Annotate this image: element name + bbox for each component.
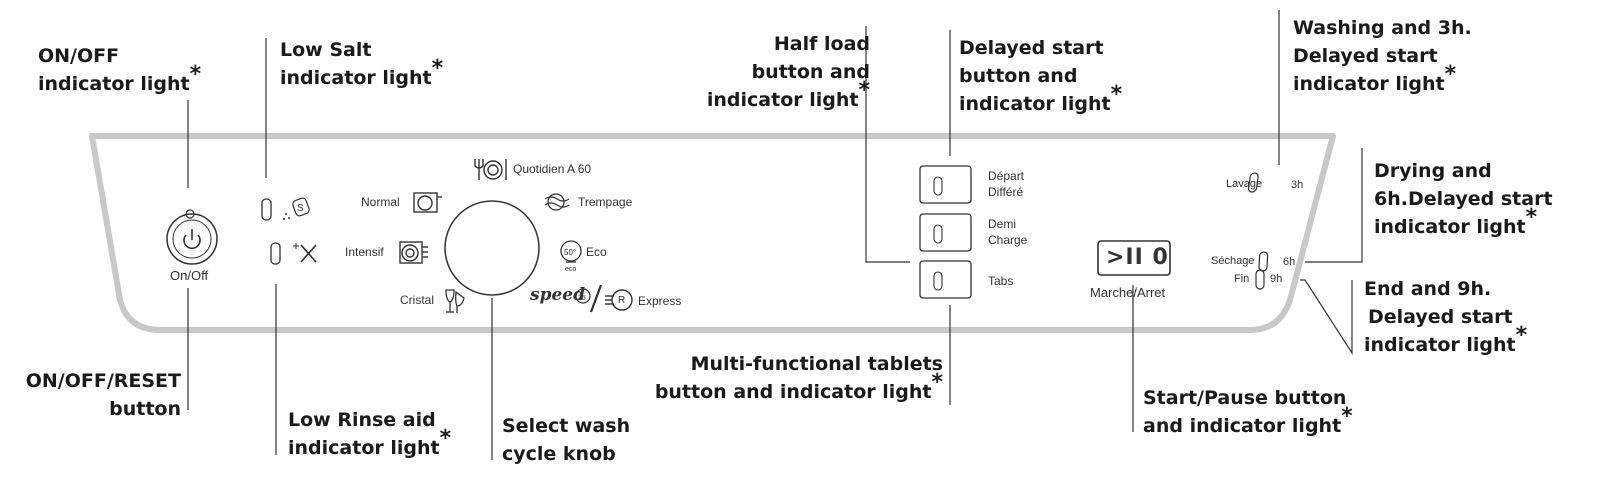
sechage-label: Séchage bbox=[1211, 255, 1255, 267]
callout-end-9h: End and 9h. Delayed start indicator ligh… bbox=[1364, 278, 1528, 356]
callout-delayed-start: Delayed start button and indicator light… bbox=[959, 37, 1123, 115]
fin-led bbox=[1255, 269, 1265, 290]
rinse-aid-icon bbox=[293, 243, 317, 263]
quotidien-icon bbox=[474, 159, 507, 180]
program-cristal: Cristal bbox=[400, 293, 435, 307]
callout-drying-6h: Drying and 6h.Delayed start indicator li… bbox=[1374, 160, 1553, 238]
callout-washing-3h: Washing and 3h. Delayed start indicator … bbox=[1293, 17, 1472, 95]
onoff-label: On/Off bbox=[170, 268, 209, 283]
low-rinse-led bbox=[270, 242, 281, 265]
normal-icon bbox=[413, 192, 442, 213]
program-speed: speed bbox=[530, 285, 585, 305]
callout-onoff-reset: ON/OFF/RESET button bbox=[25, 370, 181, 420]
demi-label-1: Demi bbox=[988, 217, 1017, 231]
low-salt-led bbox=[261, 198, 272, 221]
intensif-icon bbox=[399, 241, 428, 264]
speed-badge-icon bbox=[575, 288, 591, 304]
callout-start-pause: Start/Pause button and indicator light* bbox=[1143, 387, 1353, 437]
eco-icon bbox=[560, 240, 582, 263]
callout-low-salt: Low Salt indicator light* bbox=[280, 39, 444, 89]
salt-icon bbox=[283, 197, 310, 220]
callout-low-rinse: Low Rinse aid indicator light* bbox=[288, 409, 452, 459]
start-pause-button bbox=[1097, 240, 1171, 276]
express-badge: R bbox=[618, 295, 626, 306]
power-icon bbox=[183, 229, 201, 250]
control-panel-outline bbox=[89, 133, 1336, 333]
onoff-button-ring bbox=[166, 213, 218, 265]
demi-label-2: Charge bbox=[988, 233, 1028, 247]
callout-half-load: Half load button and indicator light* bbox=[706, 33, 870, 111]
program-normal: Normal bbox=[361, 195, 400, 209]
fin-9h: 9h bbox=[1270, 273, 1283, 285]
sechage-led bbox=[1258, 251, 1269, 272]
leader-half-load bbox=[865, 26, 910, 263]
program-express: Express bbox=[638, 294, 682, 308]
cristal-icon bbox=[445, 289, 465, 313]
fin-label: Fin bbox=[1234, 273, 1250, 285]
sechage-6h: 6h bbox=[1283, 256, 1296, 268]
lavage-label: Lavage bbox=[1226, 178, 1263, 190]
callout-multi-tablets: Multi-functional tablets button and indi… bbox=[654, 353, 943, 403]
trempage-icon bbox=[544, 193, 570, 211]
leader-end bbox=[1300, 279, 1353, 356]
program-intensif: Intensif bbox=[345, 245, 384, 259]
express-icon bbox=[605, 289, 633, 311]
start-pause-display[interactable]: >II 0 bbox=[1106, 245, 1169, 270]
leader-drying bbox=[1305, 148, 1363, 263]
demi-led bbox=[933, 224, 943, 244]
wash-cycle-knob bbox=[444, 200, 540, 296]
depart-led bbox=[933, 176, 943, 196]
tabs-label: Tabs bbox=[988, 274, 1014, 288]
program-trempage: Trempage bbox=[578, 195, 633, 209]
depart-differe-button bbox=[919, 165, 972, 204]
callout-select-knob: Select wash cycle knob bbox=[502, 415, 631, 465]
callout-onoff-indicator: ON/OFF indicator light* bbox=[38, 45, 202, 95]
salt-symbol: S bbox=[297, 203, 304, 214]
speed-badge: 25 bbox=[578, 295, 586, 302]
eco-badge: 50° bbox=[564, 248, 577, 257]
tabs-button bbox=[919, 260, 972, 299]
start-pause-label: Marche/Arret bbox=[1090, 285, 1166, 300]
tabs-led bbox=[933, 271, 943, 291]
depart-label-2: Différé bbox=[988, 185, 1024, 199]
lavage-led bbox=[1247, 172, 1259, 193]
lavage-3h: 3h bbox=[1291, 179, 1304, 191]
depart-label-1: Départ bbox=[988, 169, 1025, 183]
program-eco: Eco bbox=[586, 245, 607, 259]
demi-charge-button bbox=[919, 213, 972, 252]
eco-sub: eco bbox=[565, 266, 577, 273]
program-quotidien: Quotidien A 60 bbox=[513, 162, 592, 176]
onoff-button-inner bbox=[172, 219, 212, 259]
speed-slash bbox=[589, 284, 603, 313]
